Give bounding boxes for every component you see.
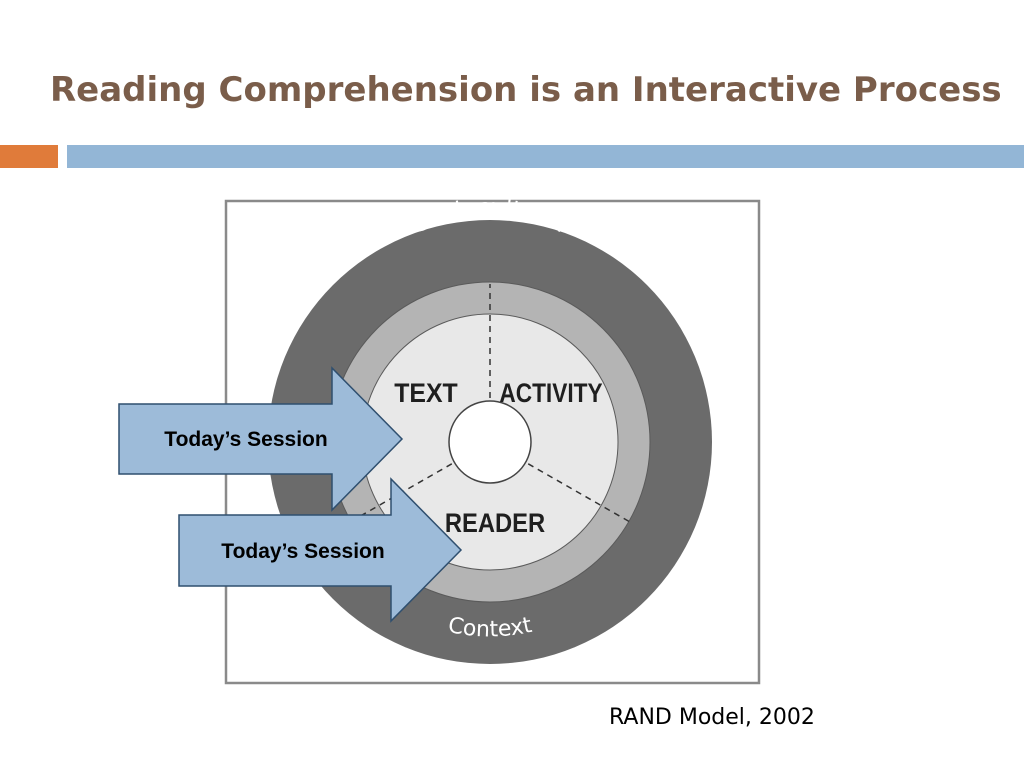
center-circle [448,400,532,484]
accent-bar-orange [0,145,58,168]
slide-title: Reading Comprehension is an Interactive … [50,70,1002,110]
arrow-label: Today’s Session [164,428,327,451]
arrow-shape [178,477,463,623]
context-label: Context [446,613,534,643]
arrow-shape [118,366,404,512]
todays-session-arrow-2: Today’s Session [178,477,463,623]
caption: RAND Model, 2002 [609,705,815,730]
todays-session-arrow-1: Today’s Session [118,366,404,512]
reader-label: READER [445,509,545,539]
activity-label: ACTIVITY [499,378,603,408]
accent-bar-blue [67,145,1024,168]
arrow-label: Today’s Session [221,540,384,563]
text-label: TEXT [394,379,458,408]
